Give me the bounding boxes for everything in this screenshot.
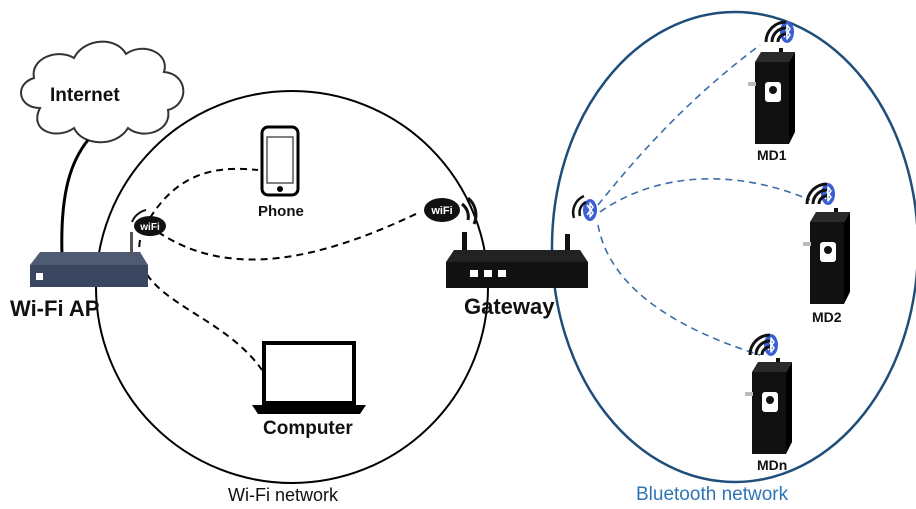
link-gateway-mdn (597, 224, 761, 356)
link-gateway-md1 (597, 44, 761, 206)
medical-device-icon (745, 358, 792, 454)
phone-label: Phone (258, 203, 304, 220)
internet-label: Internet (50, 85, 120, 106)
router-icon (30, 232, 148, 287)
internet-cable (60, 139, 90, 256)
wifi-signal-icon: wiFi (424, 196, 478, 225)
md2-label: MD2 (812, 309, 842, 325)
bluetooth-network-label: Bluetooth network (636, 484, 789, 505)
link-gateway-md2 (599, 178, 811, 213)
link-ap-phone (149, 167, 259, 219)
svg-text:wiFi: wiFi (139, 222, 160, 233)
computer-label: Computer (263, 418, 353, 439)
gateway-label: Gateway (464, 294, 555, 319)
wifi-signal-icon: wiFi (131, 209, 166, 236)
svg-text:wiFi: wiFi (430, 205, 452, 217)
wifi-ap-label: Wi-Fi AP (10, 296, 100, 321)
bluetooth-icon (764, 20, 795, 44)
laptop-icon (252, 341, 366, 414)
wifi-network-label: Wi-Fi network (228, 485, 339, 505)
bluetooth-icon (748, 333, 779, 357)
bluetooth-network-boundary (550, 10, 916, 484)
bluetooth-icon (805, 182, 836, 206)
mdn-label: MDn (757, 457, 788, 473)
medical-device-icon (748, 48, 795, 144)
medical-device-icon (803, 208, 850, 304)
bluetooth-icon (571, 194, 598, 222)
md1-label: MD1 (757, 147, 787, 163)
link-ap-computer (138, 239, 263, 371)
smartphone-icon (260, 125, 300, 197)
link-ap-gateway (157, 211, 421, 261)
gateway-device-icon (446, 232, 588, 288)
